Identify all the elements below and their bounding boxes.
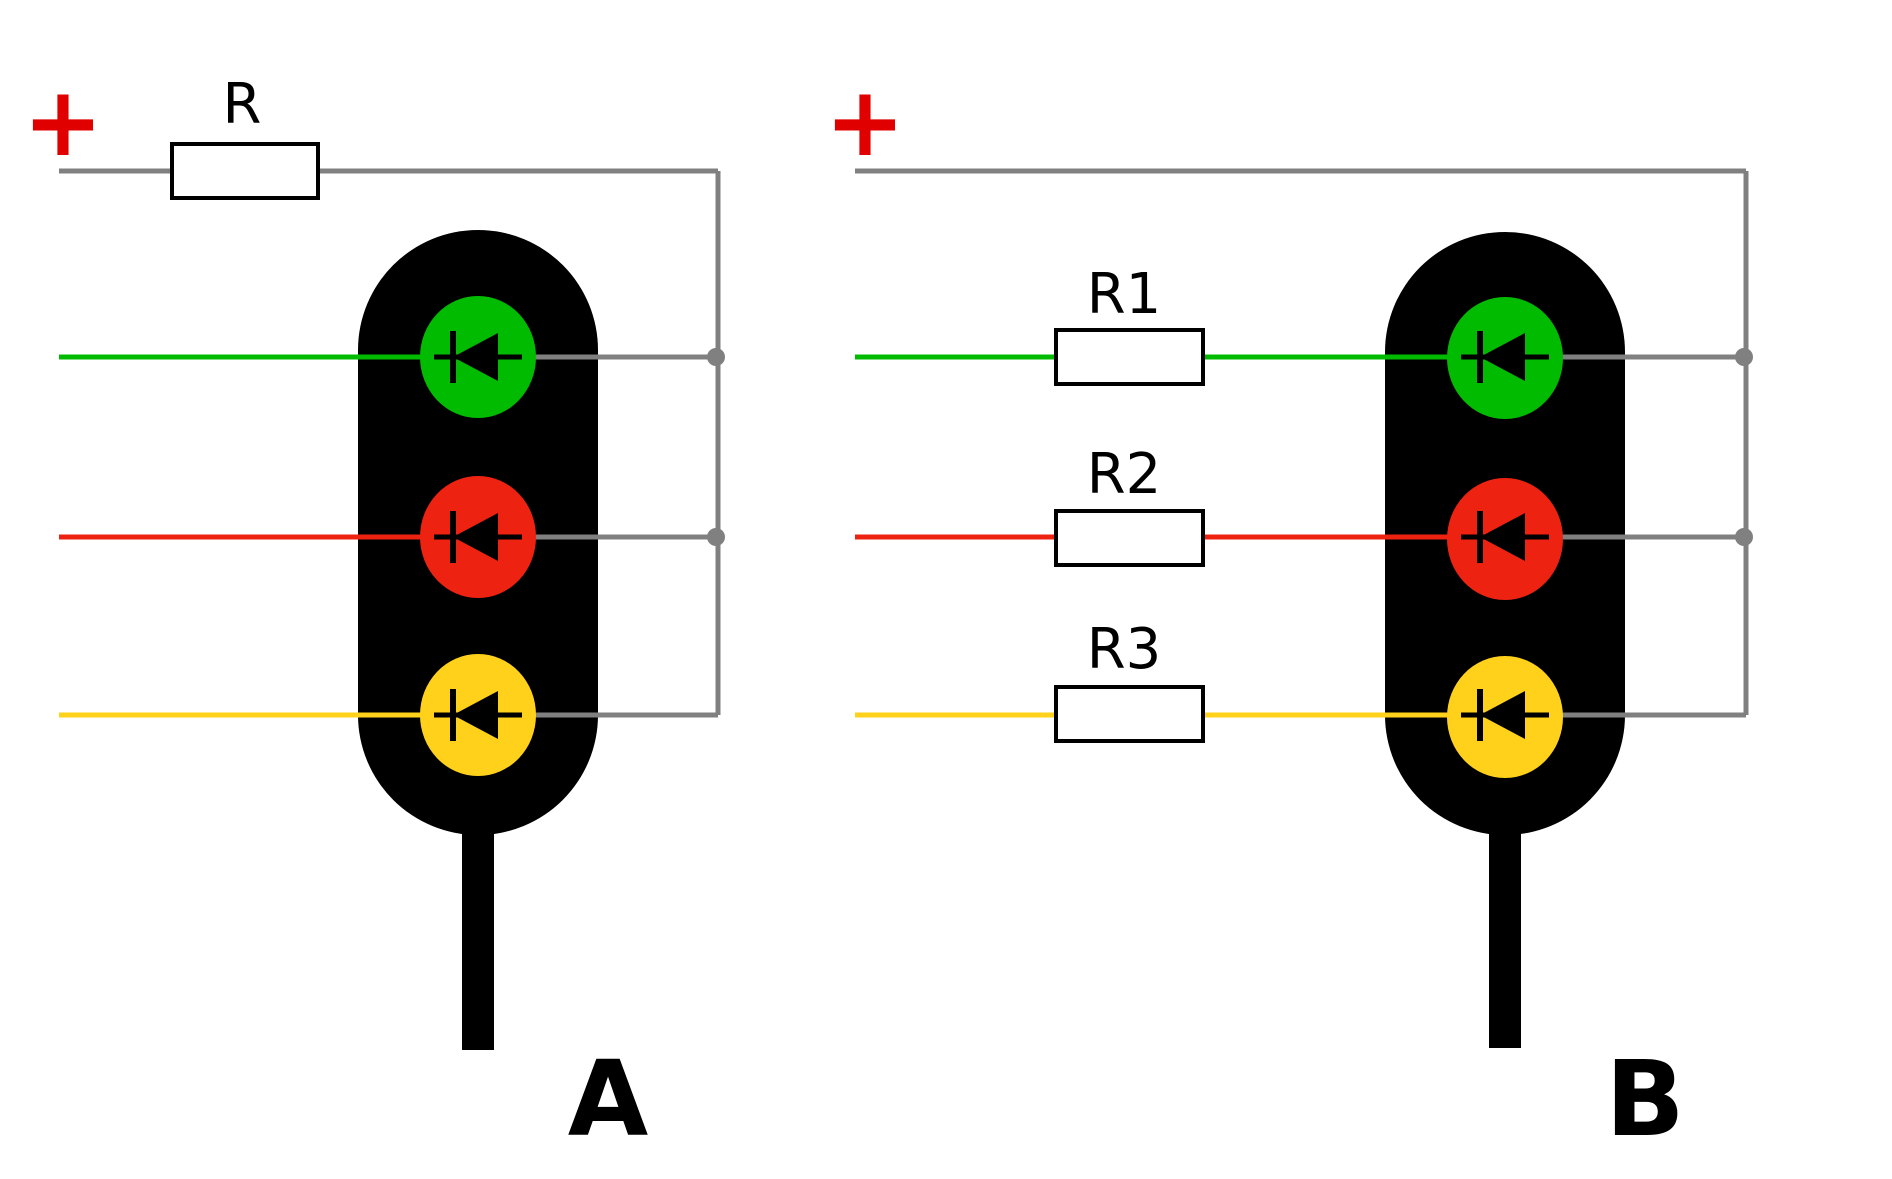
diode-icon-green-b (1461, 331, 1549, 383)
plus-sign-a: + (23, 66, 103, 178)
circuit-a: R + (23, 66, 725, 1160)
circuit-b: + R1 R2 R3 (825, 66, 1753, 1160)
resistor-r1 (1054, 328, 1205, 386)
resistor-r2-label: R2 (1087, 442, 1162, 507)
resistor-r (170, 142, 320, 200)
junction-dot-b1 (1735, 348, 1753, 366)
diode-icon-yellow-b (1461, 689, 1549, 741)
junction-dot-a2 (707, 528, 725, 546)
circuit-label-b: B (1605, 1038, 1684, 1160)
resistor-r1-label: R1 (1087, 262, 1162, 327)
junction-dot-b2 (1735, 528, 1753, 546)
resistor-r-label: R (223, 72, 262, 137)
supply-wire-a (59, 168, 721, 715)
resistor-r3-label: R3 (1087, 617, 1162, 682)
diode-icon-red-b (1461, 511, 1549, 563)
signal-pole-a (462, 810, 494, 1050)
plus-sign-b: + (825, 66, 905, 178)
resistor-r2 (1054, 509, 1205, 567)
diode-icon-green-a (434, 331, 522, 383)
supply-wire-b (855, 168, 1749, 715)
diode-icon-red-a (434, 511, 522, 563)
resistor-r3 (1054, 685, 1205, 743)
junction-dot-a1 (707, 348, 725, 366)
circuit-label-a: A (568, 1038, 649, 1160)
diode-icon-yellow-a (434, 689, 522, 741)
signal-pole-b (1489, 810, 1521, 1048)
